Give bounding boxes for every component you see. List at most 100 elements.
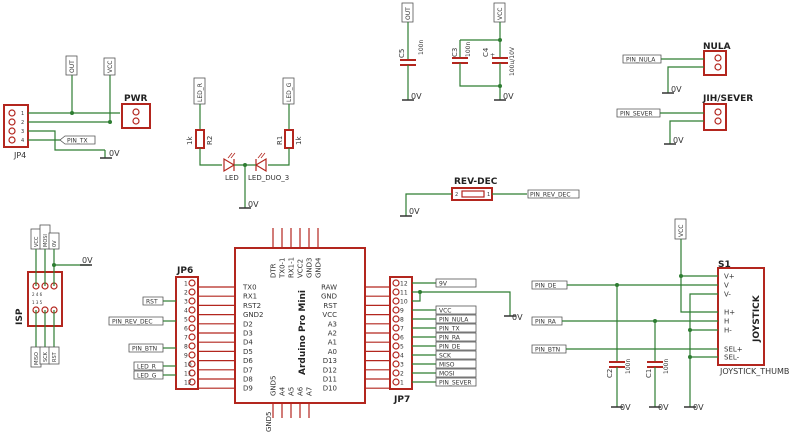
jp6-pin (188, 297, 196, 305)
arduino-right-pin-label: A2 (328, 330, 337, 338)
arduino-bottom-pin-label: A5 (288, 387, 296, 396)
svg-text:2: 2 (21, 120, 24, 126)
c3-label: C3 (451, 48, 459, 57)
jp7-net-tag: PIN_NULA (439, 317, 469, 324)
jp7-pin (392, 333, 400, 341)
r1-resistor (284, 129, 294, 149)
r2-value: 1k (186, 136, 194, 145)
jp7-label: JP7 (393, 395, 410, 405)
jp6-pin (188, 342, 196, 350)
jp6-ledg-tag: LED_G (137, 373, 157, 380)
jp6-pin-number: 12 (184, 380, 192, 387)
arduino-right-pin-label: D10 (323, 385, 337, 393)
c1-label: C1 (645, 369, 653, 378)
jp7-pin (392, 288, 400, 296)
arduino-right-pin-label: GND (321, 293, 337, 301)
arduino-right-pin-label: D13 (323, 357, 337, 365)
jp7-pin-number: 8 (400, 317, 404, 324)
isp-top-1: MOSI (43, 234, 49, 247)
isp-label: ISP (15, 308, 25, 325)
pwr-connector: PWR (121, 94, 151, 129)
jp7-net-tag: PIN_SEVER (439, 380, 472, 387)
nula-gnd: 0V (671, 85, 682, 94)
arduino-left-pin-label: D9 (243, 385, 253, 393)
jp6-pin-number: 10 (184, 362, 192, 369)
arduino-right-pin-label: A0 (328, 348, 337, 356)
jp7-gnd: 0V (512, 313, 523, 322)
svg-text:1 3 5: 1 3 5 (32, 300, 43, 305)
c4-value: 100u/10V (509, 46, 516, 76)
jp7-net-tag: MOSI (439, 371, 455, 378)
jp6-pin-number: 7 (184, 335, 188, 342)
jp6-pin (188, 306, 196, 314)
arduino-left-pin-label: RST2 (243, 302, 261, 310)
arduino-top-pin-label: GND4 (315, 257, 323, 278)
joystick-pin-label: H- (724, 327, 732, 335)
jp7-pin-number: 4 (400, 353, 404, 360)
jp6-pin (188, 360, 196, 368)
jih-label: JIH/SEVER (702, 94, 753, 104)
jp7-pin-number: 1 (400, 380, 404, 387)
joystick-pin-label: H (724, 318, 729, 326)
joystick-block: S1 JOYSTICK JOYSTICK_THUMB V+VV-H+HH-SEL… (531, 218, 789, 412)
arduino-title: Arduino Pro Mini (298, 290, 308, 375)
arduino-right-pin-label: A3 (328, 320, 337, 328)
arduino-left-pin-label: D8 (243, 376, 253, 384)
r1-label: R1 (276, 136, 284, 145)
led-label: LED (225, 174, 239, 182)
arduino-right-pin-label: D11 (323, 376, 337, 384)
r2-label: R2 (206, 136, 214, 145)
jp7-pin (392, 279, 400, 287)
joystick-pin-label: H+ (724, 309, 735, 317)
jp6-pin-number: 8 (184, 344, 188, 351)
c2-label: C2 (606, 369, 614, 378)
jp7-pin-number: 5 (400, 344, 404, 351)
jp6-pin (188, 279, 196, 287)
arduino-top-pin-label: TX0-1 (279, 257, 287, 279)
r2-resistor (195, 129, 205, 149)
caps-gnd1: 0V (411, 92, 422, 101)
nula-block: NULA PIN_NULA 0V (622, 42, 731, 94)
arduino-right-pin-label: RAW (321, 284, 337, 292)
jp7-net-tag: 9V (439, 281, 448, 288)
revdec-label: REV-DEC (454, 177, 498, 187)
isp-block: 2 4 6 1 3 5 ISP VCC MOSI 0V 0V MISO SCK … (15, 224, 93, 368)
jp7-pin (392, 297, 400, 305)
jp4-label: JP4 (13, 151, 26, 160)
jih-gnd: 0V (673, 136, 684, 145)
revdec-gnd: 0V (409, 207, 420, 216)
jp7-net-tag: VCC (439, 308, 451, 315)
jp7-net-tag: SCK (439, 353, 452, 360)
joystick-name: JOYSTICK (752, 294, 762, 343)
arduino-left-pin-label: D2 (243, 320, 253, 328)
jp6-rst-tag: RST (146, 299, 158, 306)
jp4-out-tag: OUT (69, 60, 76, 73)
jp6-label: JP6 (176, 266, 193, 276)
jp4-gnd-label: 0V (109, 149, 120, 158)
jp6-pin (188, 333, 196, 341)
joy-gnd1: 0V (620, 403, 631, 412)
jp6-pin (188, 351, 196, 359)
nula-label: NULA (703, 42, 731, 52)
isp-bottom-0: MISO (34, 352, 40, 365)
jp7-net-tag: PIN_RA (439, 335, 461, 342)
arduino-right-pin-label: VCC (322, 311, 337, 319)
r1-value: 1k (295, 136, 303, 145)
c5-value: 100n (418, 40, 425, 55)
c3-value: 100n (465, 42, 472, 57)
joy-pin-ra-tag: PIN_RA (535, 319, 557, 326)
jp7-pin (392, 378, 400, 386)
jp7-pin-number: 2 (400, 371, 404, 378)
arduino-left-pin-label: D5 (243, 348, 253, 356)
jp6-pin-number: 9 (184, 353, 188, 360)
arduino-top-pin-label: DTR (270, 263, 278, 278)
caps-vcc-tag: VCC (497, 8, 504, 20)
jp7-pin-number: 11 (400, 290, 408, 297)
arduino-left-pin-label: TX0 (242, 284, 257, 292)
svg-text:2 4 6: 2 4 6 (32, 292, 43, 297)
jp4-pin-tx-tag: PIN_TX (67, 138, 88, 145)
jp7-pin (392, 306, 400, 314)
